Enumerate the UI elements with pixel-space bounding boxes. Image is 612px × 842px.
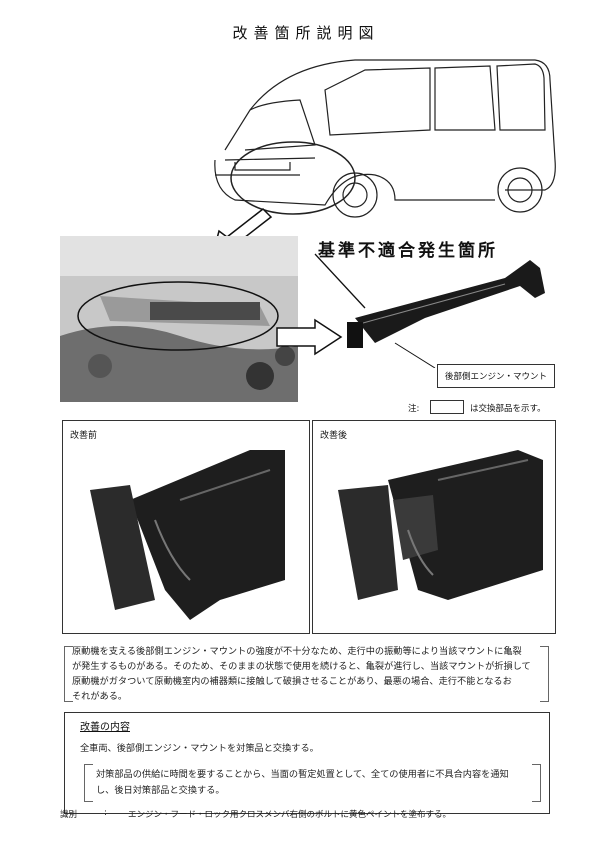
description-line: それがある。 (72, 691, 128, 702)
engine-mount-illustration (314, 253, 545, 368)
identification-label: 識別 (60, 810, 78, 820)
van-illustration (214, 59, 556, 218)
before-mount-photo (90, 450, 285, 620)
after-mount-photo (338, 450, 543, 600)
interim-line: し、後日対策部品と交換する。 (96, 785, 225, 796)
description-line: 原動機がガタついて原動機室内の補器類に接触して破損させることがあり、最悪の場合、… (72, 676, 512, 687)
note-prefix: 注: (408, 404, 420, 414)
page-title: 改善箇所説明図 (232, 24, 380, 42)
after-label: 改善後 (320, 431, 348, 441)
interim-bracket-right (532, 764, 541, 802)
replacement-part-legend-box (430, 400, 464, 414)
defect-location-heading: 基準不適合発生箇所 (318, 241, 498, 261)
improvement-section (64, 712, 550, 814)
identification-text: エンジン・フード・ロック用クロスメンバ右側のボルトに黄色ペイントを塗布する。 (128, 810, 452, 820)
before-label: 改善前 (70, 431, 98, 441)
description-line: 原動機を支える後部側エンジン・マウントの強度が不十分なため、走行中の振動等により… (72, 646, 522, 657)
improvement-body: 全車両、後部側エンジン・マウントを対策品と交換する。 (80, 743, 319, 754)
note-suffix: は交換部品を示す。 (470, 404, 546, 414)
defect-description: 原動機を支える後部側エンジン・マウントの強度が不十分なため、走行中の振動等により… (64, 644, 548, 702)
identification-separator: : (104, 808, 107, 818)
description-bracket-left (64, 646, 73, 702)
description-line: が発生するものがある。そのため、そのままの状態で使用を続けると、亀裂が進行し、当… (72, 661, 531, 672)
interim-bracket-left (84, 764, 93, 802)
description-bracket-right (540, 646, 549, 702)
interim-line: 対策部品の供給に時間を要することから、当面の暫定処置として、全ての使用者に不具合… (96, 769, 509, 780)
rear-engine-mount-callout: 後部側エンジン・マウント (437, 364, 555, 388)
engine-bay-photo (60, 236, 298, 402)
improvement-title: 改善の内容 (80, 722, 130, 733)
arrow-right (276, 318, 343, 356)
